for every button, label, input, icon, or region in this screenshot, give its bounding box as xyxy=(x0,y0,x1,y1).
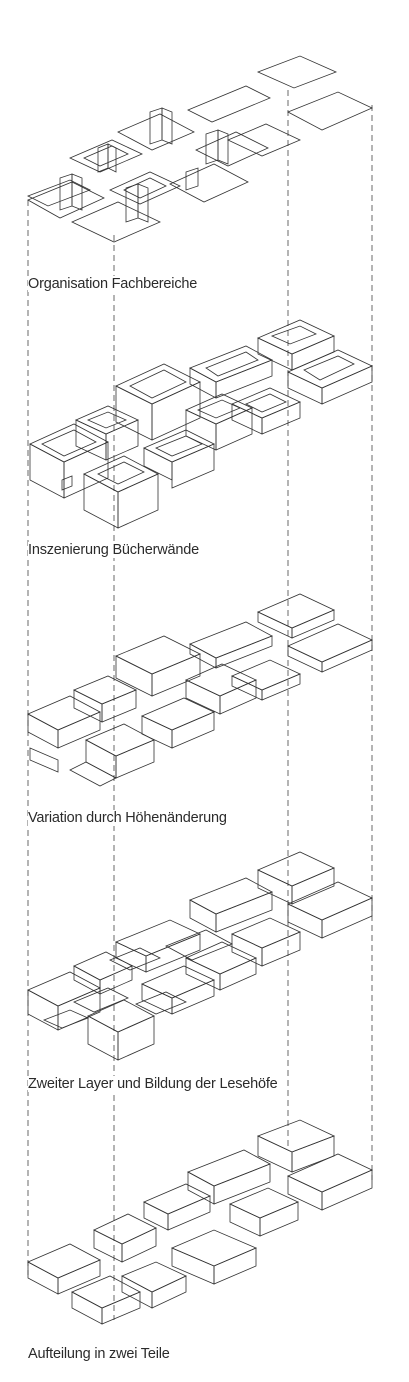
caption-buecherwaende: Inszenierung Bücherwände xyxy=(28,542,199,558)
caption-aufteilung: Aufteilung in zwei Teile xyxy=(28,1346,170,1362)
caption-organisation: Organisation Fachbereiche xyxy=(28,276,197,292)
caption-lesehoefe: Zweiter Layer und Bildung der Lesehöfe xyxy=(28,1076,278,1092)
layer-hoehenaenderung xyxy=(28,594,372,786)
layer-buecherwaende xyxy=(30,320,372,528)
layer-lesehoefe xyxy=(28,852,372,1060)
caption-hoehenaenderung: Variation durch Höhenänderung xyxy=(28,810,227,826)
layer-aufteilung xyxy=(28,1120,372,1324)
layer-organisation xyxy=(28,56,372,242)
